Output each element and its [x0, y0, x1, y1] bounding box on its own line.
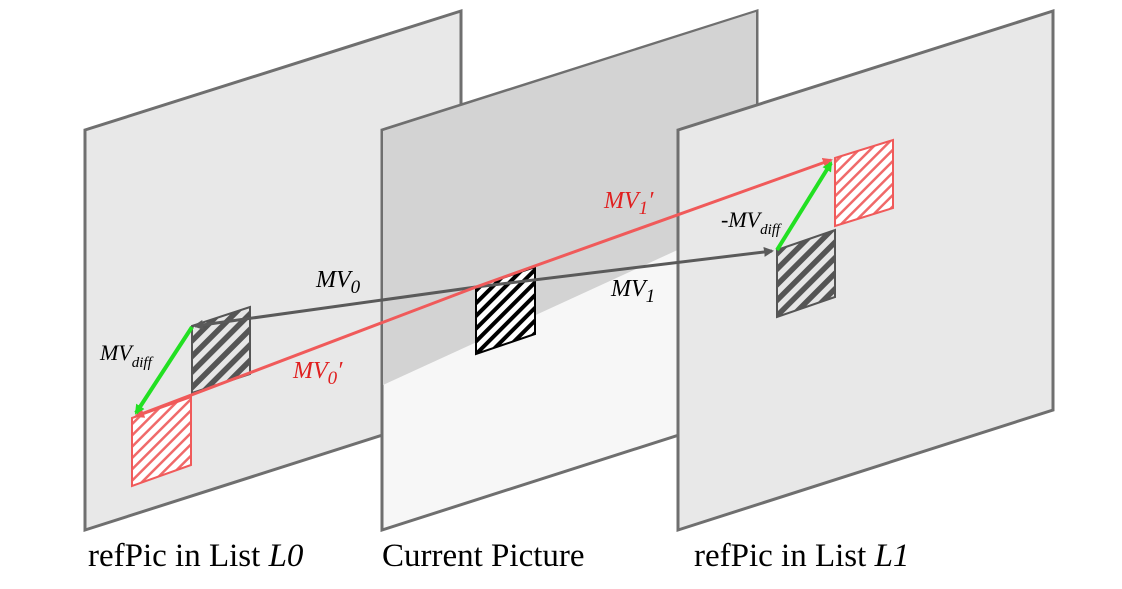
mv0-arrow	[193, 285, 477, 330]
label-mv1-refined: MV1′	[603, 188, 654, 219]
mv1-arrow	[475, 247, 774, 289]
caption-current: Current Picture	[382, 538, 585, 575]
l1-refined-block	[834, 138, 894, 228]
mv1-refined-arrow	[475, 157, 833, 289]
caption-l1-text: refPic in List	[694, 538, 875, 574]
l1-original-block	[776, 228, 836, 319]
label-neg-mv-diff: -MVdiff	[721, 207, 782, 238]
mv0-refined-arrow	[134, 285, 477, 418]
caption-l0-list: L0	[268, 538, 304, 574]
label-mv1: MV1	[610, 276, 655, 307]
frame-l1	[676, 8, 1055, 533]
caption-current-text: Current Picture	[382, 538, 585, 574]
neg-mv-diff-arrow	[775, 161, 833, 252]
caption-l0: refPic in List L0	[88, 538, 303, 575]
label-mv-diff: MVdiff	[99, 340, 154, 371]
label-mv0-refined: MV0′	[292, 358, 343, 389]
caption-l1-list: L1	[874, 538, 910, 574]
caption-l1: refPic in List L1	[694, 538, 909, 575]
caption-l0-text: refPic in List	[88, 538, 269, 574]
mv-diff-arrow	[134, 325, 194, 415]
label-mv0: MV0	[315, 267, 361, 298]
